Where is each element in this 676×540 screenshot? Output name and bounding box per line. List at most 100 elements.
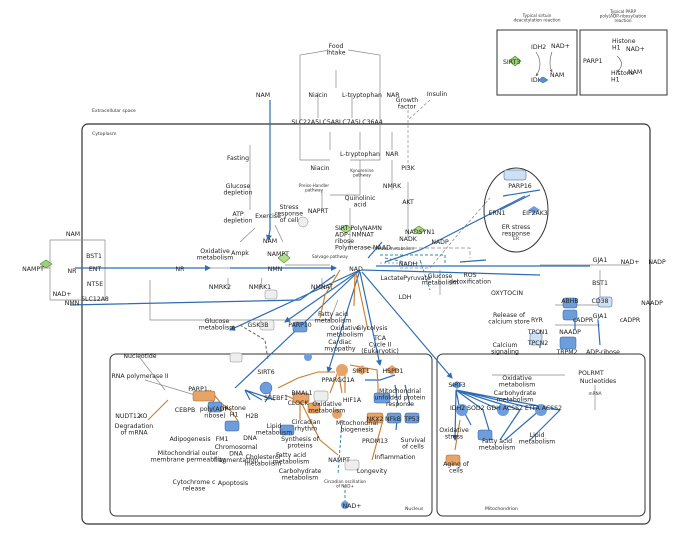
adp-ribose: ADP-ribose [586, 349, 620, 356]
nucleotide: Nucleotide [123, 353, 156, 360]
nmrk1: NMRK1 [249, 284, 271, 291]
nfkb: NFkB [385, 416, 401, 423]
insulin: Insulin [427, 91, 447, 98]
mito-row: IDH2 SOD2 GDH ACSS2 ETFA ACSS2 [450, 405, 562, 412]
mitochondrion-region [436, 353, 646, 517]
legend-sirt3: SIRT3 [503, 59, 520, 66]
pi3k: PI3K [401, 165, 415, 172]
svg-text:Extracellular space: Extracellular space [92, 108, 136, 114]
naadp-b: NAADP [641, 300, 663, 307]
blue-edges [69, 100, 601, 441]
er-label: ER [513, 236, 520, 242]
nkx2: NKX2 [367, 416, 384, 423]
nam-cyto: NAM [263, 238, 277, 245]
hif1a: HIF1A [343, 397, 362, 404]
node-glyphs [39, 169, 613, 509]
ppargc1a: PPARGC1A [322, 377, 356, 384]
nucleus-label: Nucleus [405, 506, 424, 512]
akt: AKT [402, 199, 414, 206]
inflammation: Inflammation [374, 454, 415, 461]
apoptosis: Apoptosis [218, 480, 248, 487]
ent: ENT [89, 266, 102, 273]
legend-nam-b: NAM [628, 69, 642, 76]
nampt-left: NAMPT [22, 266, 44, 273]
glycolysis: Glycolysis [357, 325, 388, 332]
bst1-r: BST1 [592, 280, 608, 287]
rna-pol: RNA polymerase II [111, 373, 168, 380]
cd38: CD38 [592, 298, 609, 305]
dashed-edges [239, 254, 446, 503]
tpcn1: TPCN1 [527, 329, 548, 336]
nucleotides: Nucleotides [580, 378, 616, 385]
legend-nad-b: NAD+ [626, 46, 645, 53]
trpm2: TRPM2 [555, 349, 577, 356]
parp1: PARP1 [188, 386, 208, 393]
dna: DNA [243, 435, 257, 442]
nmrk2: NMRK2 [209, 284, 231, 291]
nadh: NADH [399, 261, 418, 268]
er-region [483, 167, 549, 253]
ampk: Ampk [231, 250, 249, 257]
extracellular-region: Extracellular space [92, 108, 136, 114]
orange-edges [147, 269, 461, 461]
niacin-top: Niacin [308, 92, 327, 99]
xo: XO [139, 413, 148, 420]
nr-cyto: NR [176, 266, 186, 273]
nadp: NADP [431, 239, 449, 246]
nam-left: NAM [66, 231, 80, 238]
nad-plus-nuc: NAD+ [343, 503, 362, 510]
mitochondrion-label: Mitochondrion [485, 506, 518, 512]
nam-top: NAM [256, 92, 270, 99]
srebf1: SREBF1 [264, 395, 288, 402]
nar: NAR [385, 151, 399, 158]
tp53: TP53 [403, 416, 419, 423]
nmnat-low: NMNAT [311, 284, 333, 291]
fm1: FM1 [216, 436, 229, 443]
prdm13: PRDM13 [362, 438, 388, 445]
eif2ak3: EIF2AK3 [522, 210, 548, 217]
nampt-nuc: NAMPT [328, 457, 350, 464]
cadpr-a: cADPR [573, 317, 594, 324]
nmrk: NMRK [383, 183, 402, 190]
ltryptophan-top: L-tryptophan [342, 92, 382, 99]
bmal1: BMAL1 [291, 390, 312, 397]
cytoplasm-region [81, 123, 651, 525]
lactate: Lactate [380, 275, 403, 282]
nadk: NADK [399, 236, 418, 243]
nt5e: NT5E [87, 281, 103, 288]
salvage-pathway: Salvage pathway [312, 254, 349, 259]
nad-plus-left: NAD+ [53, 291, 72, 298]
legend-parp1: PARP1 [583, 58, 603, 65]
slc12a8: SLC12A8 [81, 296, 109, 303]
oxytocin: OXYTOCIN [491, 290, 523, 297]
